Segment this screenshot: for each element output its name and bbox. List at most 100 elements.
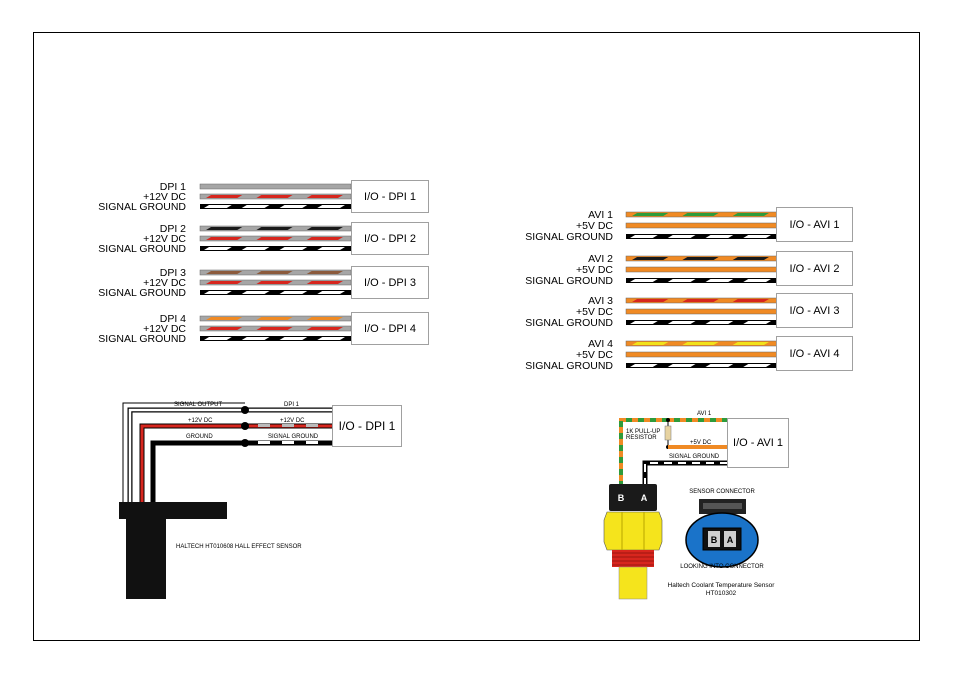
avi-2-5v-wire xyxy=(625,266,778,273)
avi-3-5v-label: +5V DC xyxy=(575,306,613,318)
hall-junction-dot xyxy=(241,439,249,447)
dpi-3-ground-wire-stripe xyxy=(204,291,232,294)
hall-sensor-flange xyxy=(119,502,227,519)
hall-12v-stripe xyxy=(258,424,270,427)
dpi-3-signal-wire-stripe xyxy=(306,271,343,274)
hall-ground-wire xyxy=(150,440,333,503)
avi-2-ground-wire-stripe xyxy=(743,279,771,282)
avi-3-5v-wire xyxy=(625,308,778,315)
dpi-2-12v-label: +12V DC xyxy=(143,233,186,245)
avi-4-io-box: I/O - AVI 4 xyxy=(776,336,853,371)
coolant-sensor-hex xyxy=(603,511,663,551)
dpi-3-ground-label: SIGNAL GROUND xyxy=(98,287,186,299)
avi-3-ground-wire-stripe xyxy=(667,321,696,324)
dpi-4-signal-label: DPI 4 xyxy=(159,313,186,325)
avi-4-signal-wire-stripe xyxy=(732,342,769,345)
avi-1-ground-wire-stripe xyxy=(667,235,696,238)
hall-junction-dot xyxy=(241,422,249,430)
dpi-3-12v-wire-stripe xyxy=(306,281,343,284)
dpi-2-ground-label: SIGNAL GROUND xyxy=(98,243,186,255)
dpi-4-ground-wire-stripe xyxy=(279,337,308,340)
avi-3-io-box: I/O - AVI 3 xyxy=(776,293,853,328)
dpi-4-signal-wire-stripe xyxy=(306,317,343,320)
dpi-4-12v-wire-stripe xyxy=(306,327,343,330)
dpi-2-12v-wire-stripe xyxy=(256,237,293,240)
coolant-sensor-tip xyxy=(618,566,648,600)
avi-3-ground-wire-stripe xyxy=(630,321,658,324)
hall-12v-stripe xyxy=(282,424,294,427)
dpi-1-ground-wire-stripe xyxy=(204,205,232,208)
coolant-connector-slot-a xyxy=(724,531,736,547)
coolant-sensor-label-1: Haltech Coolant Temperature Sensor xyxy=(667,582,775,589)
dpi-4-12v-wire-stripe xyxy=(206,327,243,330)
avi-2-io-box: I/O - AVI 2 xyxy=(776,251,853,286)
dpi-4-ground-wire-stripe xyxy=(241,337,270,340)
dpi-4-signal-wire-stripe xyxy=(256,317,293,320)
hall-ground-label: GROUND xyxy=(186,434,213,440)
hall-sensor-label: HALTECH HT010608 HALL EFFECT SENSOR xyxy=(176,544,302,550)
hall-signal-output-label: SIGNAL OUTPUT xyxy=(174,402,223,408)
avi-4-5v-label: +5V DC xyxy=(575,349,613,361)
coolant-ground-wire xyxy=(642,460,728,488)
avi-1-ground-wire-stripe xyxy=(743,235,771,238)
avi-1-ground-wire-stripe xyxy=(705,235,734,238)
dpi-2-ground-wire-stripe xyxy=(204,247,232,250)
dpi-1-12v-label: +12V DC xyxy=(143,191,186,203)
avi-4-signal-wire-stripe xyxy=(682,342,719,345)
dpi-3-ground-wire-stripe xyxy=(241,291,270,294)
coolant-resistor-label: 1K PULL-UP RESISTOR xyxy=(626,429,661,441)
dpi-4-io-box: I/O - DPI 4 xyxy=(351,312,429,345)
coolant-signal-ground-label: SIGNAL GROUND xyxy=(669,454,720,460)
avi-2-signal-label: AVI 2 xyxy=(588,253,613,265)
dpi-4-12v-label: +12V DC xyxy=(143,323,186,335)
dpi-2-signal-label: DPI 2 xyxy=(159,223,186,235)
coolant-connector-label: SENSOR CONNECTOR xyxy=(689,489,755,495)
hall-ground-stripe xyxy=(258,441,270,444)
avi-3-ground-wire xyxy=(626,320,777,325)
hall-signal-ground-label: SIGNAL GROUND xyxy=(268,434,319,440)
coolant-looking-label: LOOKING INTO CONNECTOR xyxy=(680,564,764,570)
hall-ground-stripe xyxy=(282,441,294,444)
coolant-pin-a: A xyxy=(641,493,648,503)
dpi-3-ground-wire xyxy=(200,290,351,295)
avi-1-ground-wire-stripe xyxy=(630,235,658,238)
avi-2-ground-wire-stripe xyxy=(667,279,696,282)
coolant-pin-b: B xyxy=(618,493,625,503)
dpi-4-ground-wire-stripe xyxy=(317,337,345,340)
avi-3-ground-wire-stripe xyxy=(705,321,734,324)
hall-cable-sheath xyxy=(122,402,245,503)
avi-4-ground-wire-stripe xyxy=(705,364,734,367)
coolant-resistor-node xyxy=(666,418,670,422)
coolant-avi-wire xyxy=(619,418,728,488)
dpi-1-ground-wire-stripe xyxy=(279,205,308,208)
hall-12v-right-label: +12V DC xyxy=(280,418,305,424)
avi-2-ground-label: SIGNAL GROUND xyxy=(525,275,613,287)
avi-1-signal-wire-stripe xyxy=(682,213,719,216)
avi-4-signal-wire-stripe xyxy=(632,342,669,345)
avi-2-5v-label: +5V DC xyxy=(575,264,613,276)
dpi-1-ground-wire xyxy=(200,204,351,209)
avi-4-signal-label: AVI 4 xyxy=(588,338,613,350)
dpi-2-ground-wire-stripe xyxy=(317,247,345,250)
avi-1-ground-label: SIGNAL GROUND xyxy=(525,231,613,243)
dpi-3-signal-wire-stripe xyxy=(206,271,243,274)
avi-4-ground-wire-stripe xyxy=(630,364,658,367)
dpi-3-signal-label: DPI 3 xyxy=(159,267,186,279)
dpi-4-ground-label: SIGNAL GROUND xyxy=(98,333,186,345)
dpi-1-ground-wire-stripe xyxy=(317,205,345,208)
dpi-1-ground-label: SIGNAL GROUND xyxy=(98,201,186,213)
hall-sensor-body xyxy=(126,519,166,599)
dpi-3-12v-label: +12V DC xyxy=(143,277,186,289)
avi-2-signal-wire-stripe xyxy=(732,257,769,260)
dpi-1-12v-wire-stripe xyxy=(306,195,343,198)
coolant-sensor-plug xyxy=(609,484,657,511)
avi-1-5v-wire xyxy=(625,222,778,229)
dpi-3-ground-wire-stripe xyxy=(279,291,308,294)
coolant-io-box: I/O - AVI 1 xyxy=(727,418,789,468)
avi-4-ground-wire-stripe xyxy=(743,364,771,367)
dpi-2-signal-wire-stripe xyxy=(206,227,243,230)
hall-dpi1-label: DPI 1 xyxy=(284,402,300,408)
avi-4-ground-wire xyxy=(626,363,777,368)
coolant-connector-pin-a: A xyxy=(727,535,734,545)
